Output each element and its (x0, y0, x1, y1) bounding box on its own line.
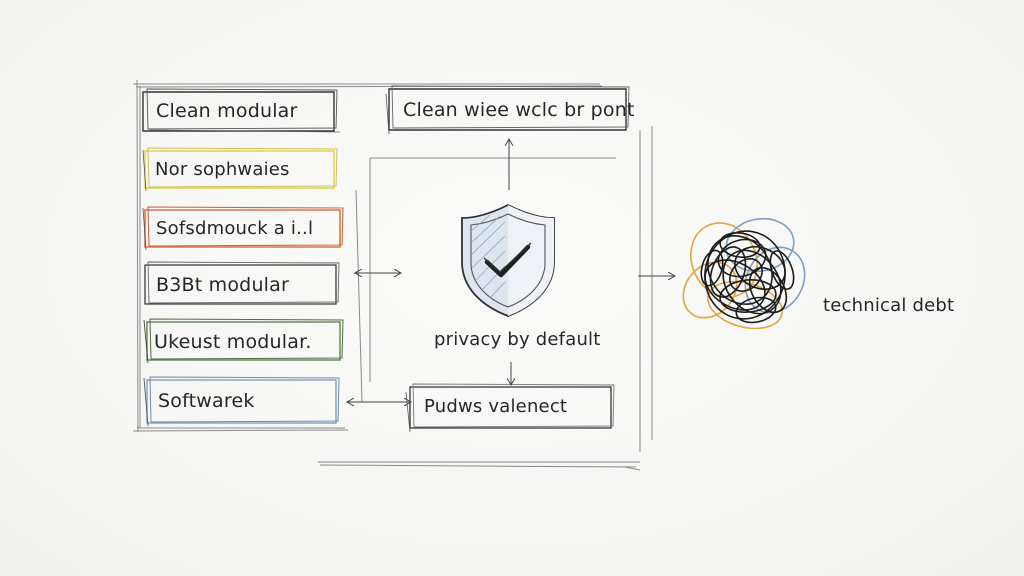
left-box-2-label: Nor sophwaies (155, 159, 290, 180)
left-box-4 (144, 261, 340, 305)
technical-debt-label: technical debt (823, 295, 955, 316)
left-box-5-label: Ukeust modular. (154, 331, 312, 353)
center-top-box (385, 85, 630, 135)
shield-check-icon (461, 203, 555, 317)
left-box-5 (143, 318, 344, 364)
left-box-1 (142, 88, 341, 133)
left-box-4-label: B3Bt modular (156, 274, 290, 296)
left-box-3 (142, 206, 344, 251)
center-bottom-box-label: Pudws valenect (424, 396, 568, 417)
tangled-scribble-icon (682, 217, 806, 330)
center-top-box-label: Clean wiee wclc br pont (403, 99, 635, 121)
left-box-6 (143, 376, 340, 427)
left-box-2 (142, 147, 338, 192)
left-box-3-label: Sofsdmouck a i..l (156, 218, 314, 239)
outer-frame (132, 79, 653, 471)
left-box-6-label: Softwarek (158, 390, 255, 412)
left-box-1-label: Clean modular (156, 100, 298, 122)
privacy-label: privacy by default (434, 329, 601, 350)
connector-arrows (346, 140, 674, 402)
